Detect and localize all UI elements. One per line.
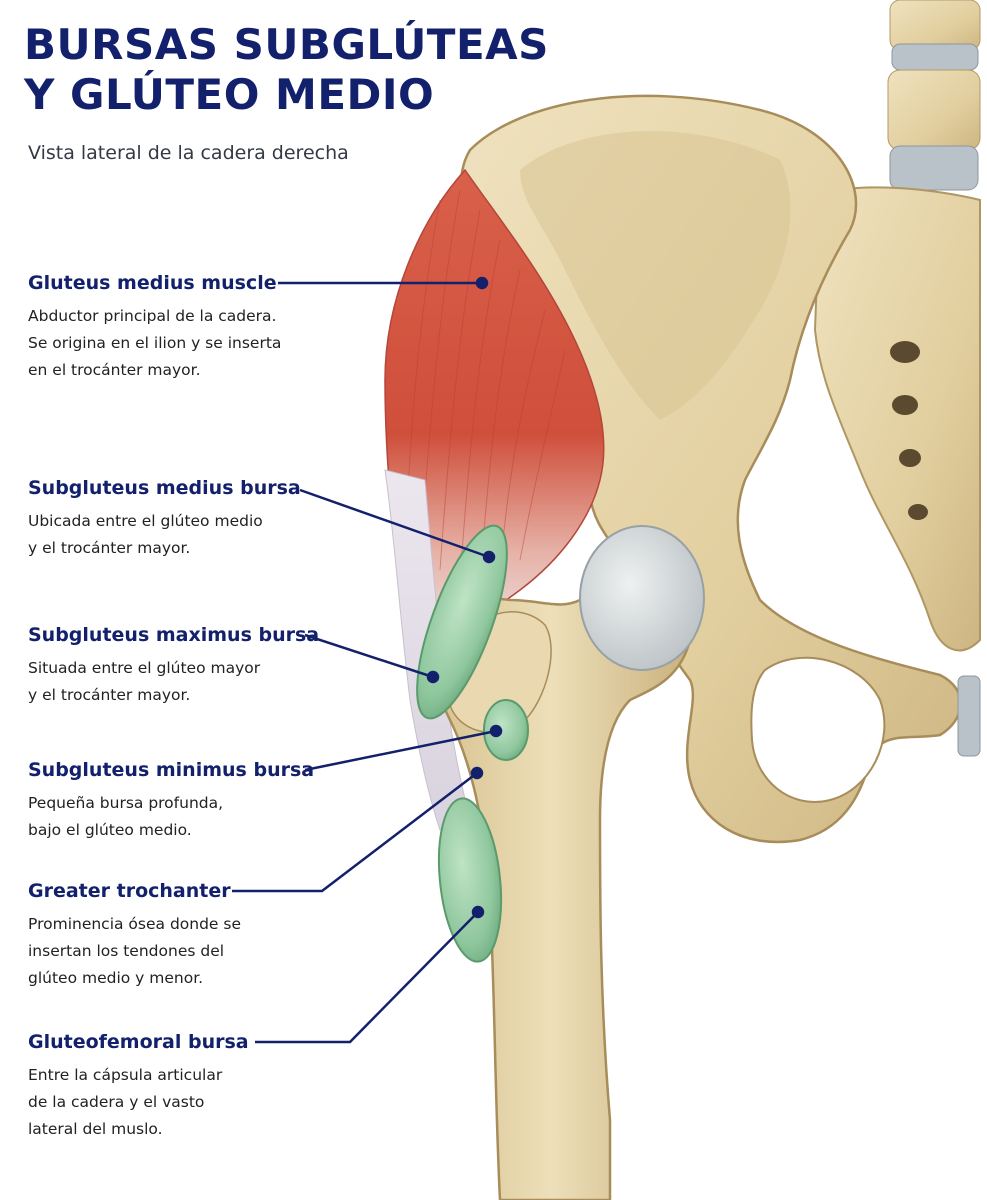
subgluteus-medius-bursa <box>416 524 508 720</box>
label-description: Situada entre el glúteo mayor y el trocá… <box>28 655 328 709</box>
femoral-head <box>579 525 705 671</box>
label-name: Gluteus medius muscle <box>28 272 277 294</box>
desc-line: Prominencia ósea donde se <box>28 915 242 933</box>
label-name: Gluteofemoral bursa <box>28 1031 249 1053</box>
label-description: Prominencia ósea donde se insertan los t… <box>28 911 328 992</box>
desc-line: bajo el glúteo medio. <box>28 821 192 839</box>
desc-line: Situada entre el glúteo mayor <box>28 659 261 677</box>
sacral-foramina <box>890 341 928 520</box>
label-name: Subgluteus minimus bursa <box>28 759 315 781</box>
desc-line: Se origina en el ilion y se inserta <box>28 334 282 352</box>
label-name: Subgluteus maximus bursa <box>28 624 320 646</box>
desc-line: Ubicada entre el glúteo medio <box>28 512 263 530</box>
lumbar-spine <box>887 0 981 191</box>
title-line-2: Y GLÚTEO MEDIO <box>24 70 435 119</box>
desc-line: en el trocánter mayor. <box>28 361 201 379</box>
desc-line: lateral del muslo. <box>28 1120 163 1138</box>
sacrum <box>813 186 981 652</box>
label-description: Abductor principal de la cadera. Se orig… <box>28 303 328 384</box>
desc-line: Pequeña bursa profunda, <box>28 794 224 812</box>
label-subgluteus-maximus-bursa: Subgluteus maximus bursa Situada entre e… <box>28 623 328 709</box>
label-description: Ubicada entre el glúteo medio y el trocá… <box>28 508 328 562</box>
label-gluteus-medius-muscle: Gluteus medius muscle Abductor principal… <box>28 271 328 384</box>
iliac-fossa <box>520 131 791 420</box>
desc-line: glúteo medio y menor. <box>28 969 204 987</box>
label-greater-trochanter: Greater trochanter Prominencia ósea dond… <box>28 879 328 992</box>
label-name: Subgluteus medius bursa <box>28 477 301 499</box>
obturator-foramen <box>750 656 886 803</box>
label-description: Entre la cápsula articular de la cadera … <box>28 1062 328 1143</box>
label-description: Pequeña bursa profunda, bajo el glúteo m… <box>28 790 328 844</box>
label-name: Greater trochanter <box>28 880 231 902</box>
desc-line: Abductor principal de la cadera. <box>28 307 277 325</box>
page-title: BURSAS SUBGLÚTEAS Y GLÚTEO MEDIO <box>24 20 549 120</box>
desc-line: y el trocánter mayor. <box>28 686 191 704</box>
gluteofemoral-bursa <box>437 797 503 963</box>
title-line-1: BURSAS SUBGLÚTEAS <box>24 20 549 69</box>
label-subgluteus-medius-bursa: Subgluteus medius bursa Ubicada entre el… <box>28 476 328 562</box>
subtitle: Vista lateral de la cadera derecha <box>28 142 349 164</box>
desc-line: Entre la cápsula articular <box>28 1066 223 1084</box>
pubic-symphysis <box>957 675 981 757</box>
label-subgluteus-minimus-bursa: Subgluteus minimus bursa Pequeña bursa p… <box>28 758 328 844</box>
label-gluteofemoral-bursa: Gluteofemoral bursa Entre la cápsula art… <box>28 1030 328 1143</box>
desc-line: y el trocánter mayor. <box>28 539 191 557</box>
desc-line: de la cadera y el vasto <box>28 1093 205 1111</box>
desc-line: insertan los tendones del <box>28 942 225 960</box>
subgluteus-minimus-bursa <box>483 699 529 761</box>
leader-lines <box>232 276 503 1044</box>
